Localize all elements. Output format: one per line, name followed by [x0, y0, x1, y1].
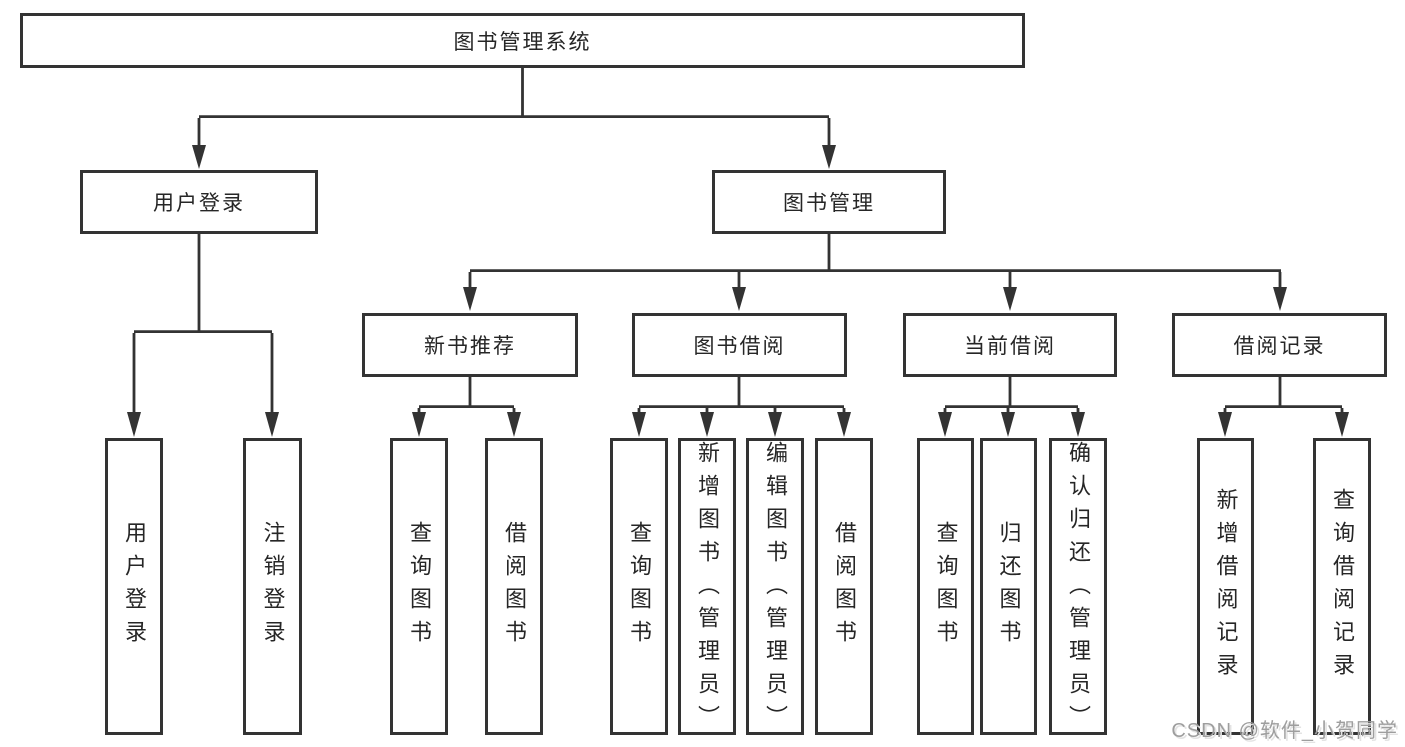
leaf-user-login: 用户登录 — [105, 438, 163, 735]
node-borrowing-records: 借阅记录 — [1172, 313, 1387, 377]
leaf-logout: 注销登录 — [243, 438, 302, 735]
csdn-watermark: CSDN @软件_小贺同学 — [1171, 720, 1398, 742]
leaf-query-books-recommend: 查询图书 — [390, 438, 448, 735]
node-book-management-branch: 图书管理 — [712, 170, 946, 234]
leaf-confirm-return-admin: 确认归还（管理员） — [1049, 438, 1107, 738]
node-new-book-recommendation: 新书推荐 — [362, 313, 578, 377]
leaf-return-books: 归还图书 — [980, 438, 1037, 735]
node-current-borrowing: 当前借阅 — [903, 313, 1117, 377]
node-user-login-branch: 用户登录 — [80, 170, 318, 234]
leaf-borrow-books-recommend: 借阅图书 — [485, 438, 543, 735]
node-library-management-system: 图书管理系统 — [20, 13, 1025, 68]
leaf-borrow-books-borrowing: 借阅图书 — [815, 438, 873, 735]
leaf-add-books-admin: 新增图书（管理员） — [678, 438, 736, 738]
leaf-query-borrow-record: 查询借阅记录 — [1313, 438, 1371, 735]
leaf-edit-books-admin: 编辑图书（管理员） — [746, 438, 804, 738]
leaf-add-borrow-record: 新增借阅记录 — [1197, 438, 1254, 735]
leaf-query-books-current: 查询图书 — [917, 438, 974, 735]
node-book-borrowing: 图书借阅 — [632, 313, 847, 377]
leaf-query-books-borrowing: 查询图书 — [610, 438, 668, 735]
